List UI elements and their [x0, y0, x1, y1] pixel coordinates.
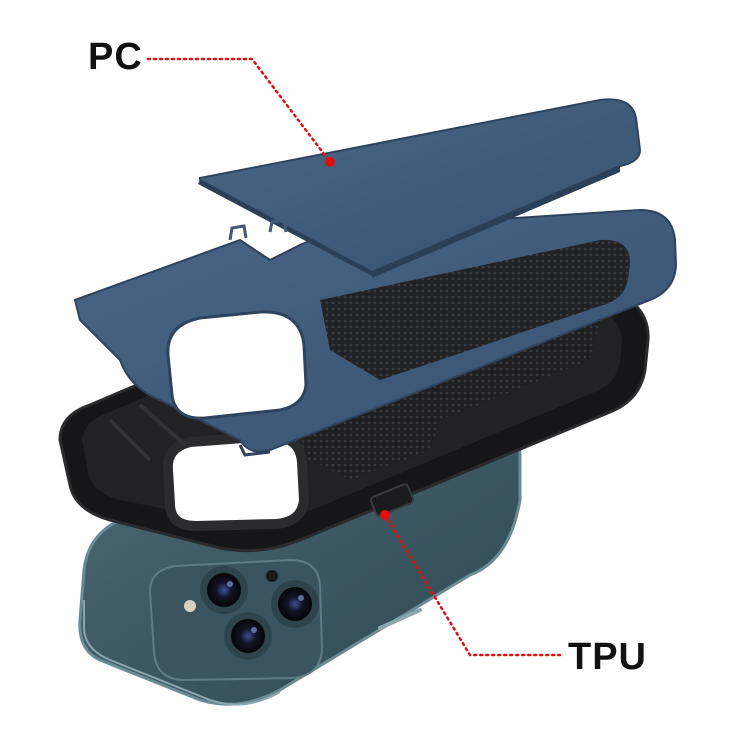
label-pc: PC: [88, 36, 143, 78]
callout-tpu: [380, 510, 562, 657]
pc-plate: [198, 98, 642, 278]
callout-pc: [146, 57, 335, 167]
callout-dot-icon: [380, 510, 390, 520]
label-tpu: TPU: [568, 636, 647, 678]
callout-dot-icon: [325, 157, 335, 167]
pc-frame: [73, 208, 678, 457]
flash: [184, 600, 196, 612]
lidar-sensor: [266, 570, 278, 582]
camera-lens-icon: [224, 612, 272, 660]
camera-lens-icon: [271, 580, 319, 628]
camera-lens-icon: [200, 566, 248, 614]
